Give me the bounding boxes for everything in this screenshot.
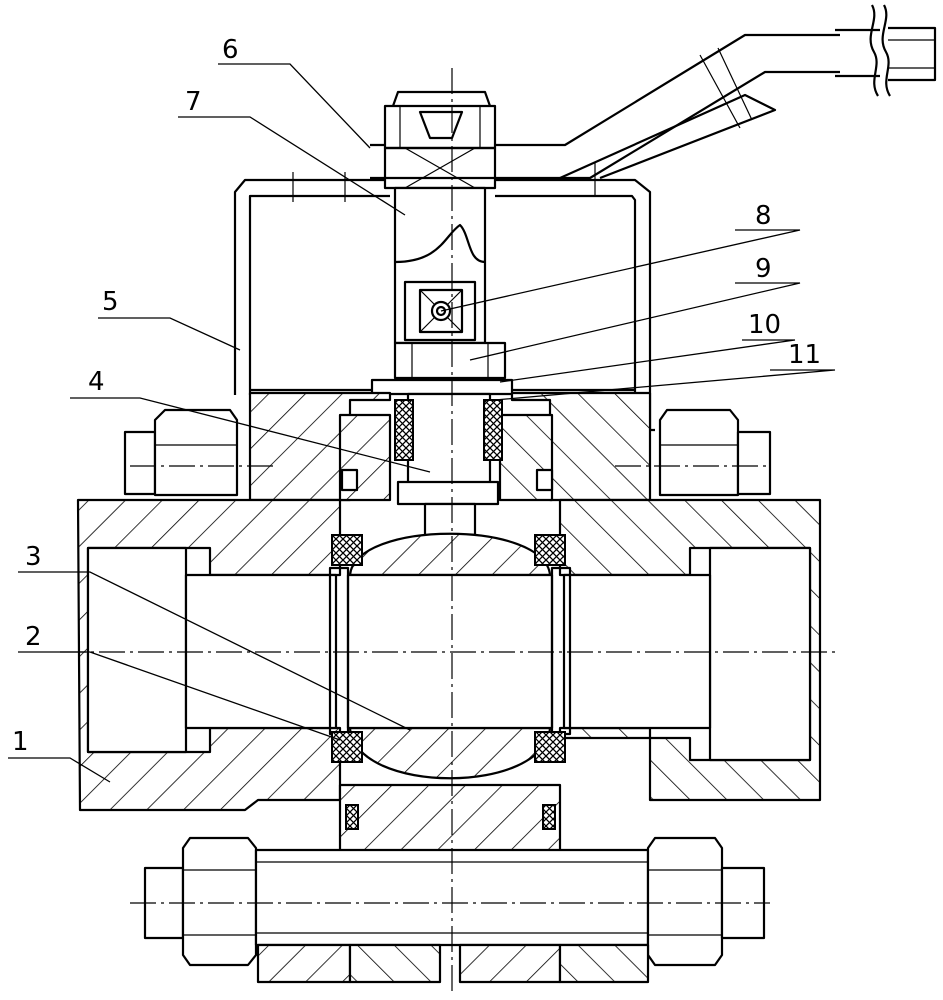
- bottom-bolt: [143, 836, 766, 984]
- label-10: 10: [748, 310, 781, 340]
- label-9: 9: [755, 254, 772, 284]
- label-3: 3: [25, 542, 42, 572]
- seats: [331, 534, 566, 830]
- top-nut: [383, 90, 497, 190]
- label-11: 11: [788, 340, 821, 370]
- handle: [370, 4, 937, 196]
- label-2: 2: [25, 622, 42, 652]
- label-4: 4: [88, 367, 105, 397]
- label-8: 8: [755, 201, 772, 231]
- bracket: [233, 172, 655, 432]
- valve-stem: [340, 392, 554, 558]
- label-5: 5: [102, 287, 119, 317]
- label-7: 7: [185, 87, 202, 117]
- stem-coupling: [393, 186, 487, 345]
- label-6: 6: [222, 35, 239, 65]
- label-1: 1: [12, 727, 29, 757]
- top-bolts: [123, 408, 772, 497]
- center-lines: [60, 68, 840, 995]
- leader-lines: [8, 63, 836, 783]
- upper-body: [248, 391, 652, 502]
- gland-nut: [370, 341, 514, 396]
- part-labels: 6 7 8 9 10 11 5 4 3 2 1: [12, 35, 821, 757]
